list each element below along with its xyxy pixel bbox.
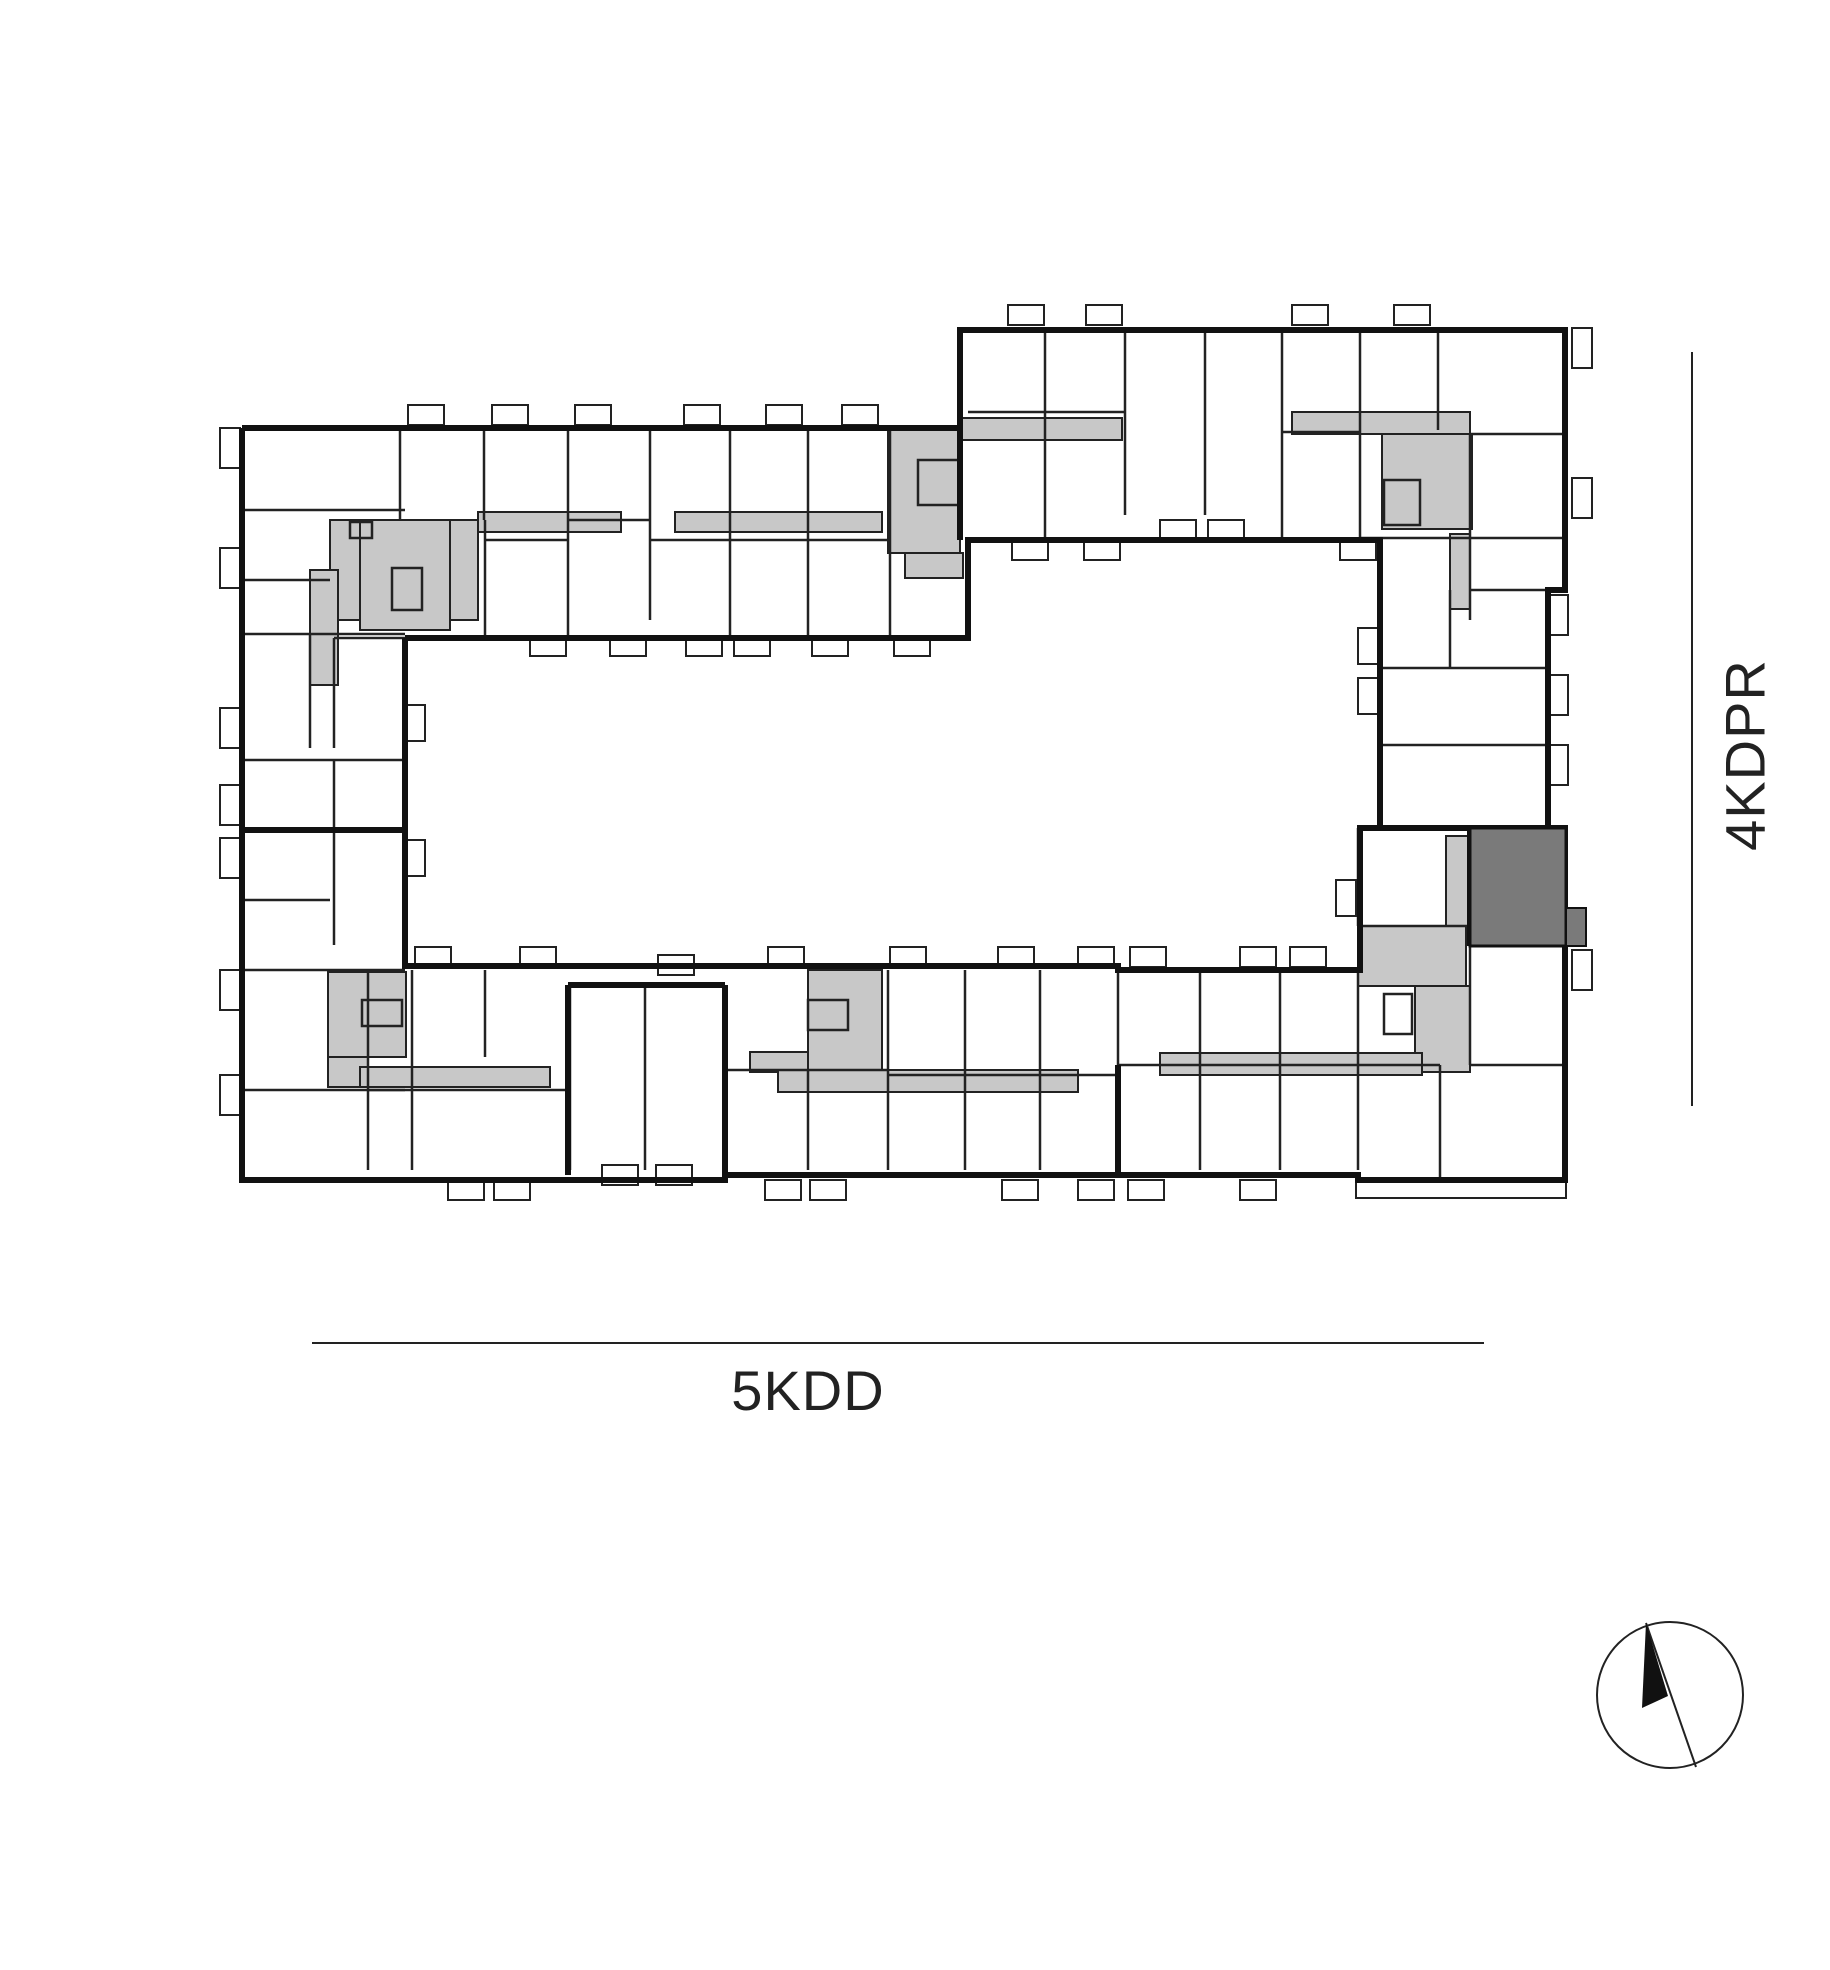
balcony (1239, 946, 1277, 968)
balcony (809, 1179, 847, 1201)
corridor (1445, 835, 1469, 927)
corridor (674, 511, 883, 533)
corridor (359, 519, 451, 631)
balcony (1393, 304, 1431, 326)
corridor (477, 511, 622, 533)
corridor (887, 427, 961, 554)
corridor (959, 417, 1123, 441)
balcony (219, 969, 241, 1011)
balcony (1129, 946, 1167, 968)
balcony (219, 1074, 241, 1116)
corridor (1381, 433, 1473, 530)
balcony (1085, 304, 1123, 326)
balcony (219, 707, 241, 749)
corridor (1291, 411, 1471, 435)
balcony (407, 404, 445, 426)
balcony (1077, 1179, 1115, 1201)
balcony (219, 547, 241, 589)
balcony (219, 784, 241, 826)
dimension-label-bottom: 5KDD (731, 1359, 885, 1422)
balcony (1127, 1179, 1165, 1201)
stair-core (348, 520, 374, 540)
corridor (359, 1066, 551, 1088)
balcony (841, 404, 879, 426)
highlighted-unit (1468, 826, 1568, 948)
balcony (491, 404, 529, 426)
balcony (1357, 677, 1379, 715)
balcony (574, 404, 612, 426)
balcony (219, 427, 241, 469)
balcony (1291, 304, 1329, 326)
balcony (1239, 1179, 1277, 1201)
balcony (1357, 627, 1379, 665)
balcony (219, 837, 241, 879)
balcony (764, 1179, 802, 1201)
balcony (1571, 477, 1593, 519)
corridor (1414, 985, 1471, 1073)
stair-core (1382, 478, 1422, 527)
corridor (777, 1069, 1079, 1093)
corridor (904, 552, 964, 579)
corridor (309, 569, 339, 686)
corridors (309, 411, 1473, 1093)
north-arrow-icon (1596, 1621, 1744, 1769)
courtyard-wall (402, 537, 1383, 973)
balcony (765, 404, 803, 426)
balcony (1289, 946, 1327, 968)
unit-walls (242, 330, 1565, 1180)
corridor (1449, 533, 1471, 610)
stair-core (1382, 992, 1414, 1036)
balcony (1571, 327, 1593, 369)
balcony (1571, 949, 1593, 991)
highlighted-unit-balcony (1565, 907, 1587, 947)
balcony (1335, 879, 1357, 917)
balcony (1001, 1179, 1039, 1201)
dimension-label-right: 4KDPR (1713, 659, 1777, 851)
balcony (1007, 304, 1045, 326)
corridor (807, 969, 883, 1071)
stair-core (806, 998, 850, 1032)
balcony (683, 404, 721, 426)
stair-core (360, 998, 404, 1028)
corridor (1357, 925, 1467, 987)
stair-core (390, 566, 424, 612)
